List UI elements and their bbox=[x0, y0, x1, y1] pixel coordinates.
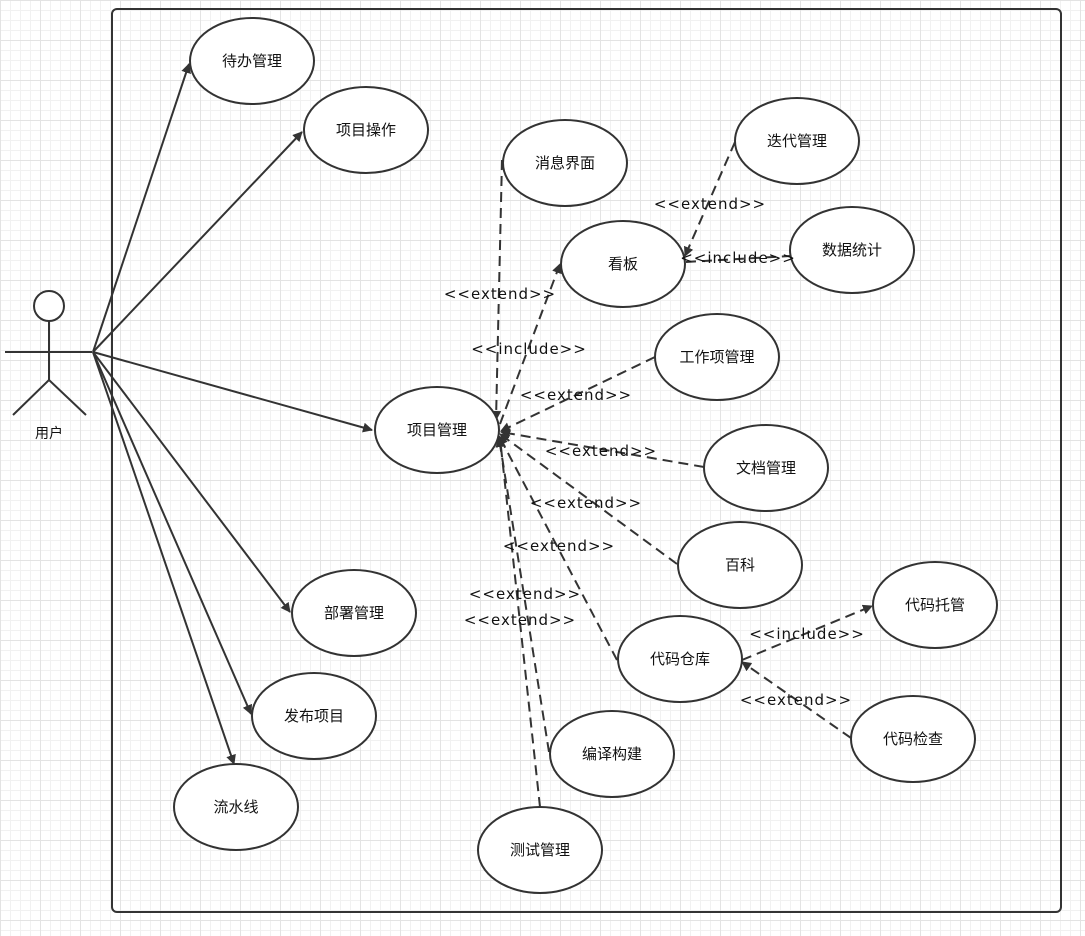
use-case-label: 部署管理 bbox=[324, 604, 384, 622]
actor-label: 用户 bbox=[35, 425, 63, 442]
dep-build bbox=[495, 437, 550, 753]
dep-repo bbox=[498, 435, 618, 661]
assoc-proj-op bbox=[92, 131, 303, 353]
dep-msg bbox=[491, 159, 503, 421]
assoc-proj-mgmt bbox=[92, 351, 373, 433]
use-case-ellipse bbox=[549, 710, 675, 798]
use-case-ellipse bbox=[872, 561, 998, 649]
use-case-ellipse bbox=[560, 220, 686, 308]
use-case-ellipse bbox=[617, 615, 743, 703]
dep-wiki bbox=[499, 433, 678, 565]
use-case-label: 编译构建 bbox=[582, 745, 642, 763]
dep-board bbox=[499, 263, 562, 425]
relation-label-wiki: <<extend>> bbox=[530, 494, 642, 512]
system-boundary bbox=[111, 8, 1062, 913]
use-case-label: 流水线 bbox=[213, 798, 258, 816]
use-case-iter: 迭代管理 bbox=[734, 97, 860, 185]
use-case-check: 代码检查 bbox=[850, 695, 976, 783]
use-case-hosting: 代码托管 bbox=[872, 561, 998, 649]
use-case-msg: 消息界面 bbox=[502, 119, 628, 207]
actor-user: 用户 bbox=[5, 290, 92, 442]
use-case-proj-mgmt: 项目管理 bbox=[374, 386, 500, 474]
use-case-ellipse bbox=[850, 695, 976, 783]
use-case-label: 代码托管 bbox=[905, 596, 965, 614]
use-case-repo: 代码仓库 bbox=[617, 615, 743, 703]
use-case-label: 代码检查 bbox=[883, 730, 943, 748]
relation-label-msg: <<extend>> bbox=[444, 285, 556, 303]
use-case-proj-op: 项目操作 bbox=[303, 86, 429, 174]
actor-left-leg bbox=[12, 379, 50, 416]
relation-labels: <<extend>> <<include>> <<extend>> <<incl… bbox=[444, 195, 865, 709]
associations bbox=[92, 63, 373, 765]
use-case-ellipse bbox=[654, 313, 780, 401]
use-case-todo: 待办管理 bbox=[189, 17, 315, 105]
use-case-ellipse bbox=[677, 521, 803, 609]
use-case-workitem: 工作项管理 bbox=[654, 313, 780, 401]
use-case-ellipse bbox=[734, 97, 860, 185]
use-case-label: 待办管理 bbox=[222, 52, 282, 70]
dep-check bbox=[741, 661, 852, 739]
use-case-label: 百科 bbox=[725, 556, 755, 574]
relation-label-workitem: <<extend>> bbox=[520, 386, 632, 404]
actor-head bbox=[33, 290, 65, 322]
relation-label-repo: <<extend>> bbox=[503, 537, 615, 555]
dependencies bbox=[491, 141, 873, 808]
relation-label-build: <<extend>> bbox=[469, 585, 581, 603]
use-case-label: 项目操作 bbox=[336, 121, 396, 139]
use-case-pipeline: 流水线 bbox=[173, 763, 299, 851]
relation-label-stats: <<include>> bbox=[680, 249, 796, 267]
use-case-label: 发布项目 bbox=[284, 707, 344, 725]
use-case-ellipse bbox=[189, 17, 315, 105]
relation-label-hosting: <<include>> bbox=[749, 625, 865, 643]
use-case-label: 工作项管理 bbox=[679, 348, 754, 366]
use-case-deploy: 部署管理 bbox=[291, 569, 417, 657]
use-case-ellipse bbox=[502, 119, 628, 207]
use-case-ellipse bbox=[703, 424, 829, 512]
use-case-label: 项目管理 bbox=[407, 421, 467, 439]
assoc-todo bbox=[92, 63, 191, 353]
dep-doc bbox=[500, 428, 705, 468]
use-case-label: 数据统计 bbox=[822, 241, 882, 259]
dep-test bbox=[495, 437, 541, 808]
use-case-label: 看板 bbox=[608, 255, 638, 273]
dep-stats bbox=[685, 255, 791, 263]
use-case-board: 看板 bbox=[560, 220, 686, 308]
relation-label-iter: <<extend>> bbox=[654, 195, 766, 213]
use-case-label: 代码仓库 bbox=[650, 650, 710, 668]
actor-right-leg bbox=[48, 379, 87, 416]
use-case-label: 测试管理 bbox=[510, 841, 570, 859]
use-case-ellipse bbox=[789, 206, 915, 294]
use-case-label: 迭代管理 bbox=[767, 132, 827, 150]
use-case-ellipse bbox=[251, 672, 377, 760]
use-case-ellipse bbox=[374, 386, 500, 474]
relation-label-doc: <<extend>> bbox=[545, 442, 657, 460]
use-case-test: 测试管理 bbox=[477, 806, 603, 894]
use-case-label: 消息界面 bbox=[535, 154, 595, 172]
assoc-pipeline bbox=[92, 351, 236, 765]
relation-label-board: <<include>> bbox=[471, 340, 587, 358]
use-case-stats: 数据统计 bbox=[789, 206, 915, 294]
dep-workitem bbox=[500, 356, 656, 432]
use-case-doc: 文档管理 bbox=[703, 424, 829, 512]
use-case-label: 文档管理 bbox=[736, 459, 796, 477]
dep-hosting bbox=[741, 604, 873, 661]
relation-label-test: <<extend>> bbox=[464, 611, 576, 629]
use-case-ellipse bbox=[173, 763, 299, 851]
use-case-ellipse bbox=[303, 86, 429, 174]
use-case-ellipse bbox=[477, 806, 603, 894]
use-case-release: 发布项目 bbox=[251, 672, 377, 760]
use-case-ellipse bbox=[291, 569, 417, 657]
relation-label-check: <<extend>> bbox=[740, 691, 852, 709]
use-case-build: 编译构建 bbox=[549, 710, 675, 798]
use-case-wiki: 百科 bbox=[677, 521, 803, 609]
assoc-deploy bbox=[92, 351, 291, 613]
dep-iter bbox=[684, 141, 736, 257]
assoc-release bbox=[92, 351, 252, 715]
